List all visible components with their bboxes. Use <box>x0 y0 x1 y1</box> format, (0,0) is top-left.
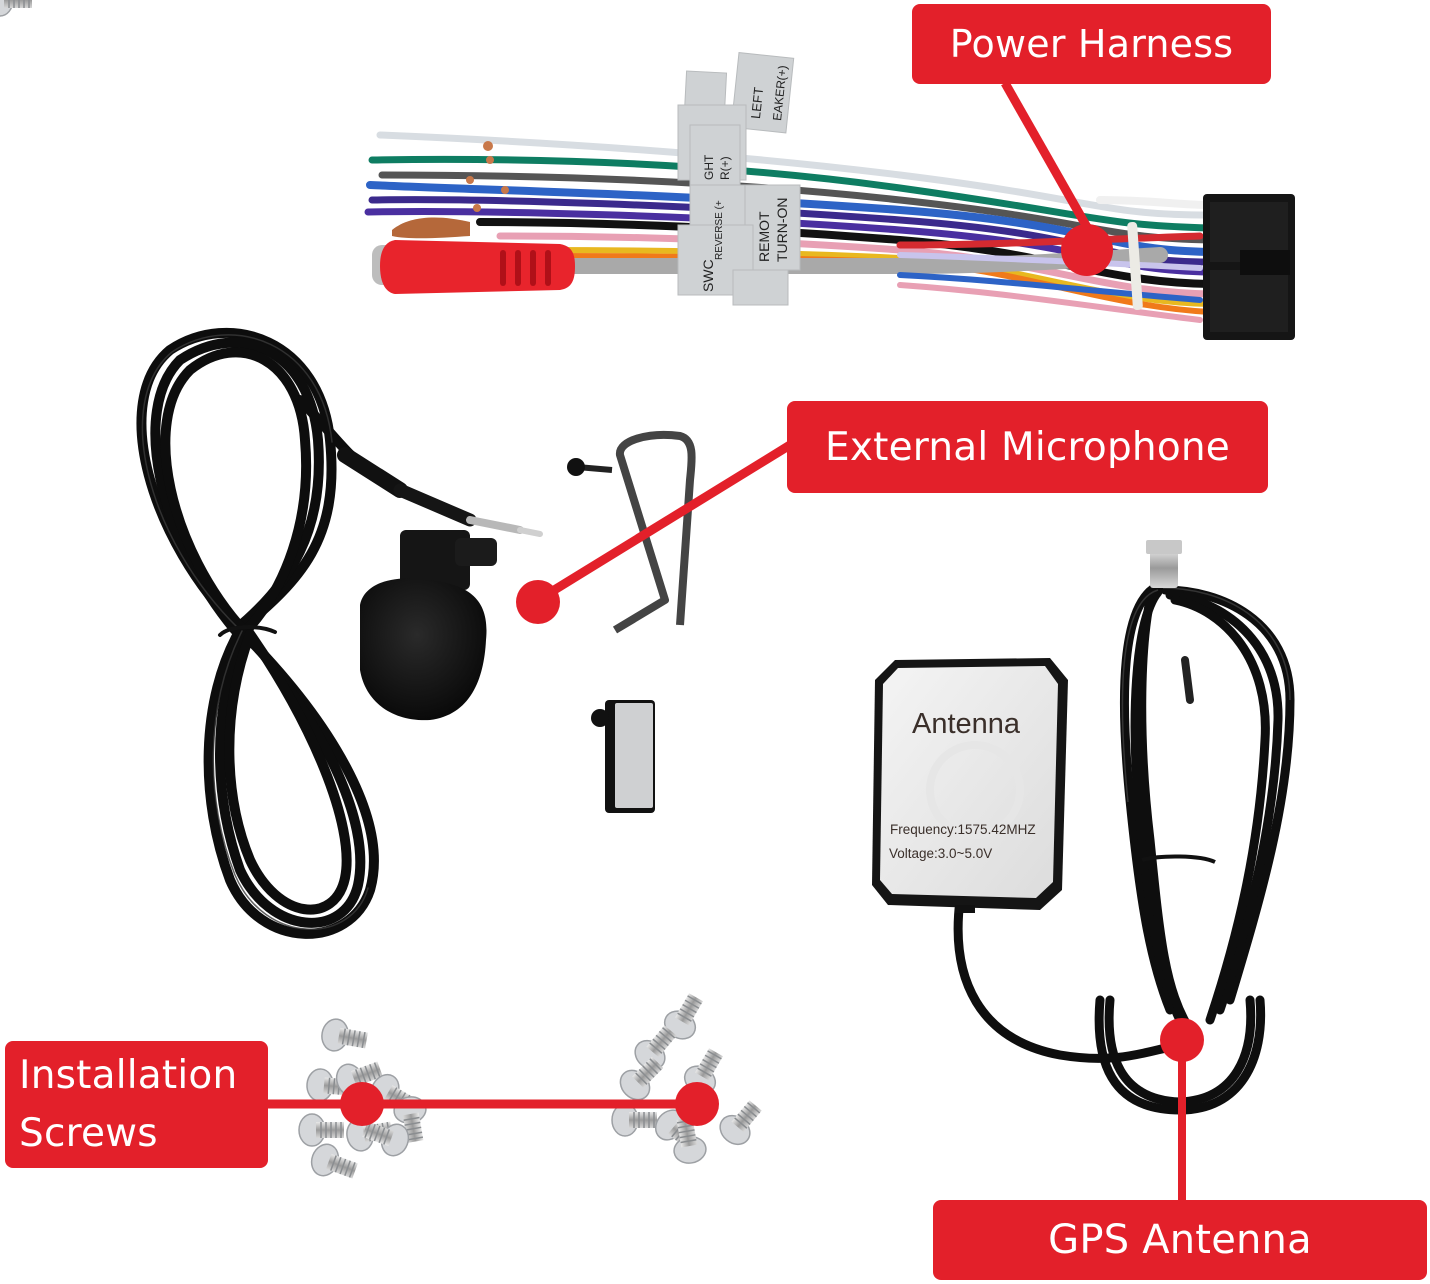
callout-external-microphone: External Microphone <box>787 401 1268 493</box>
antenna-module-title: Antenna <box>912 708 1021 740</box>
rca-connector <box>372 240 575 294</box>
callout-power-harness-label: Power Harness <box>949 22 1234 66</box>
callout-power-harness: Power Harness <box>912 4 1271 84</box>
power-harness <box>364 52 1295 340</box>
callout-gps-antenna: GPS Antenna <box>933 1200 1427 1280</box>
harness-tag-reverse: REVERSE (+ <box>714 200 725 260</box>
harness-tag-right-plus: R(+) <box>718 156 732 180</box>
antenna-voltage-text: Voltage:3.0~5.0V <box>889 846 993 861</box>
harness-tag-right: GHT <box>702 154 716 180</box>
callout-installation-screws-line2: Screws <box>19 1110 158 1156</box>
callout-external-microphone-label: External Microphone <box>824 424 1231 470</box>
callout-installation-screws: Installation Screws <box>5 1041 268 1168</box>
gps-antenna-assembly <box>872 540 1295 1115</box>
harness-tag-swc: SWC <box>700 259 716 292</box>
antenna-frequency-text: Frequency:1575.42MHZ <box>890 822 1036 837</box>
microphone-assembly <box>136 327 543 939</box>
microphone-head <box>360 530 497 721</box>
installation-screws <box>0 0 769 1187</box>
mic-clip <box>576 431 696 634</box>
harness-tag-remote: REMOT <box>756 211 772 262</box>
harness-tag-turn-on: TURN-ON <box>774 197 790 262</box>
adhesive-mount <box>591 700 655 813</box>
callout-gps-antenna-label: GPS Antenna <box>1048 1217 1312 1263</box>
harness-connector <box>1203 194 1295 340</box>
callout-installation-screws-line1: Installation <box>19 1052 238 1098</box>
